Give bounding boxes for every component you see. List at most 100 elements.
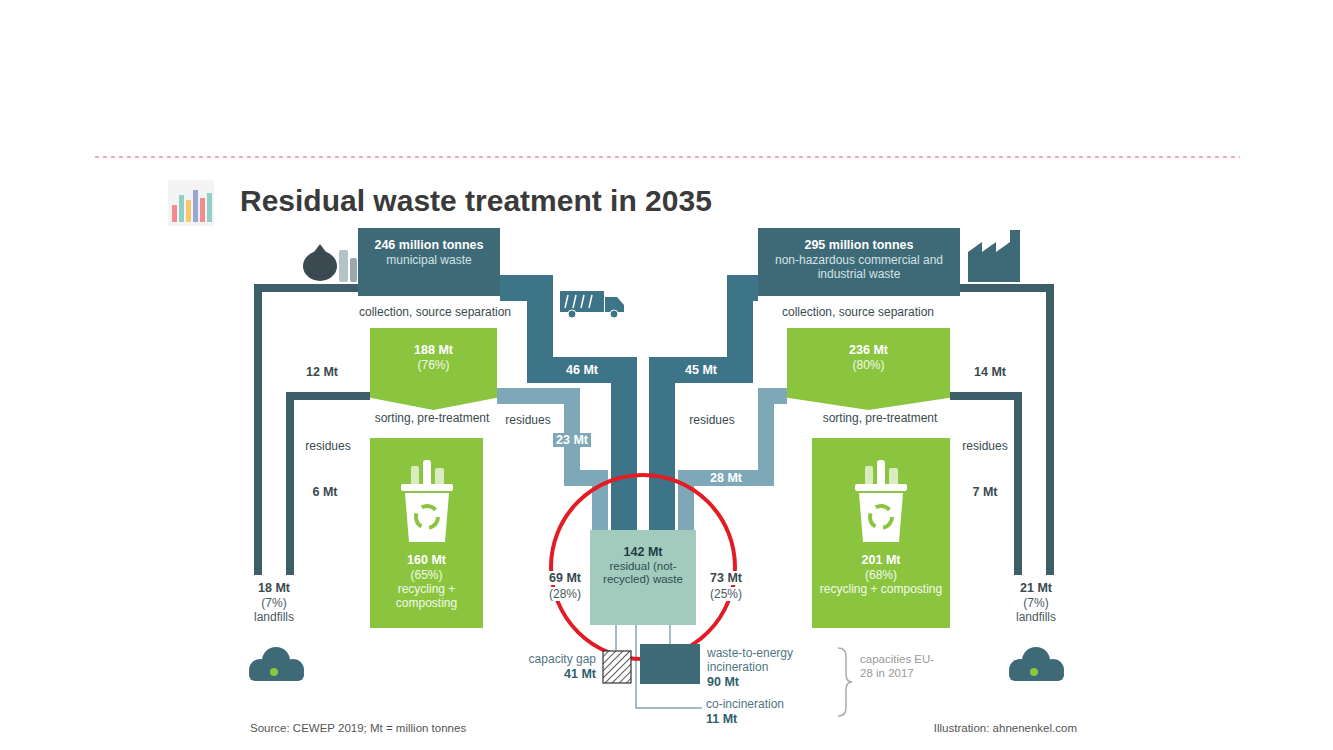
truck-icon-part bbox=[589, 295, 592, 308]
flow-pipe bbox=[290, 396, 370, 575]
waste-bag-icon-part bbox=[350, 258, 357, 282]
waste-bag-icon bbox=[303, 244, 357, 282]
node-text: 90 Mt bbox=[707, 674, 830, 690]
flow-amount: 14 Mt bbox=[971, 365, 1009, 379]
truck-icon-part bbox=[560, 291, 604, 312]
truck-icon-part bbox=[573, 295, 576, 308]
node-text: co-incineration bbox=[706, 697, 822, 711]
chart-icon-part bbox=[207, 193, 212, 222]
node-text: 18 Mt bbox=[236, 580, 312, 596]
capacity-note: capacities EU-28 in 2017 bbox=[860, 652, 940, 680]
capacity-box-part bbox=[640, 644, 700, 684]
flow-amount: 12 Mt bbox=[303, 365, 341, 379]
factory-icon-part bbox=[968, 230, 1020, 282]
source-box: 246 million tonnesmunicipal waste bbox=[358, 228, 500, 296]
recycling-bin-icon-part bbox=[423, 460, 431, 488]
landfill-cloud-icon-part bbox=[270, 668, 278, 676]
landfill-node: 21 Mt(7%)landfills bbox=[996, 575, 1076, 627]
co-incineration: co-incineration11 Mt bbox=[702, 694, 822, 727]
recycling-box: 160 Mt(65%)recycling + composting bbox=[370, 438, 483, 628]
capacity-bracket bbox=[838, 648, 852, 716]
node-text: 295 million tonnes bbox=[764, 237, 954, 253]
chart-icon-part bbox=[193, 190, 198, 222]
truck-icon-part bbox=[568, 310, 576, 318]
node-text: capacity gap bbox=[500, 652, 596, 666]
credit-note: Illustration: ahnenenkel.com bbox=[934, 721, 1077, 735]
truck-icon-part bbox=[581, 295, 584, 308]
factory-icon bbox=[968, 230, 1020, 282]
node-text: residual (not-recycled) waste bbox=[596, 560, 690, 586]
flow-pipe bbox=[258, 288, 358, 575]
capacity-gap: capacity gap41 Mt bbox=[500, 650, 632, 684]
share-percent: (28%) bbox=[547, 587, 583, 601]
recycling-bin-icon-part bbox=[855, 484, 907, 491]
flow-note: residues bbox=[689, 413, 734, 427]
waste-bag-icon-part bbox=[339, 250, 348, 282]
flow-amount: 23 Mt bbox=[553, 433, 591, 447]
recycling-bin-icon-part bbox=[877, 460, 885, 488]
node-text: (68%) bbox=[816, 568, 946, 582]
recycling-bin-icon-part bbox=[416, 506, 438, 528]
source-box: 295 million tonnesnon-hazardous commerci… bbox=[758, 228, 960, 296]
dotted-rule bbox=[95, 156, 1240, 158]
flow-note: residues bbox=[960, 439, 1009, 453]
flow-pipe bbox=[662, 288, 758, 530]
flow-pipe bbox=[686, 396, 787, 530]
node-text: 201 Mt bbox=[816, 552, 946, 568]
source-note: Source: CEWEP 2019; Mt = million tonnes bbox=[250, 721, 466, 735]
chart-icon bbox=[168, 180, 214, 226]
hatched-box bbox=[602, 650, 632, 684]
node-text: (76%) bbox=[370, 358, 497, 372]
landfill-cloud-icon bbox=[249, 647, 304, 681]
collection-band: 236 Mt(80%) bbox=[787, 328, 950, 410]
node-text: 188 Mt bbox=[370, 342, 497, 358]
flow-pipe bbox=[950, 396, 1018, 575]
truck-icon-part bbox=[565, 295, 568, 308]
node-text: waste-to-energy incineration bbox=[707, 646, 830, 674]
diagram-title: Residual waste treatment in 2035 bbox=[240, 184, 712, 218]
node-text: non-hazardous commercial and industrial … bbox=[764, 253, 954, 281]
recycling-bin-icon bbox=[851, 460, 911, 544]
chart-icon-part bbox=[168, 180, 214, 226]
node-text: 246 million tonnes bbox=[364, 237, 494, 253]
chart-icon-part bbox=[179, 195, 184, 222]
recycling-bin-icon-part bbox=[405, 493, 449, 542]
step-label: collection, source separation bbox=[359, 305, 511, 319]
node-text: landfills bbox=[996, 610, 1076, 624]
landfill-cloud-icon-part bbox=[1009, 668, 1064, 681]
share-percent: (25%) bbox=[708, 587, 744, 601]
node-text: 41 Mt bbox=[500, 666, 596, 682]
share-value: 69 Mt bbox=[547, 571, 583, 585]
highlight-circle bbox=[551, 475, 735, 659]
capacity-box bbox=[640, 644, 700, 684]
landfill-cloud-icon bbox=[1009, 647, 1064, 681]
waste-bag-icon-part bbox=[303, 251, 337, 281]
step-label: collection, source separation bbox=[782, 305, 934, 319]
node-text: recycling + composting bbox=[374, 582, 479, 610]
truck-icon-part bbox=[610, 310, 618, 318]
landfill-node: 18 Mt(7%)landfills bbox=[236, 575, 312, 627]
node-text: recycling + composting bbox=[816, 582, 946, 596]
node-text: landfills bbox=[236, 610, 312, 624]
step-label: sorting, pre-treatment bbox=[821, 411, 940, 425]
recycling-bin-icon-part bbox=[859, 493, 903, 542]
recycling-bin-icon-part bbox=[870, 506, 892, 528]
flow-note: residues bbox=[505, 413, 550, 427]
flow-pipe bbox=[497, 396, 600, 530]
flow-amount: 7 Mt bbox=[970, 485, 1001, 499]
share-value: 73 Mt bbox=[708, 571, 744, 585]
flow-pipe bbox=[960, 288, 1050, 575]
node-text: (7%) bbox=[236, 596, 312, 610]
node-text: 160 Mt bbox=[374, 552, 479, 568]
node-text: municipal waste bbox=[364, 253, 494, 267]
node-text: 142 Mt bbox=[596, 544, 690, 560]
collection-band: 188 Mt(76%) bbox=[370, 328, 497, 410]
chart-icon-part bbox=[186, 200, 191, 222]
node-text: 21 Mt bbox=[996, 580, 1076, 596]
chart-icon-part bbox=[200, 198, 205, 222]
node-text: (65%) bbox=[374, 568, 479, 582]
step-label: sorting, pre-treatment bbox=[373, 411, 492, 425]
chart-icon-part bbox=[172, 205, 177, 222]
